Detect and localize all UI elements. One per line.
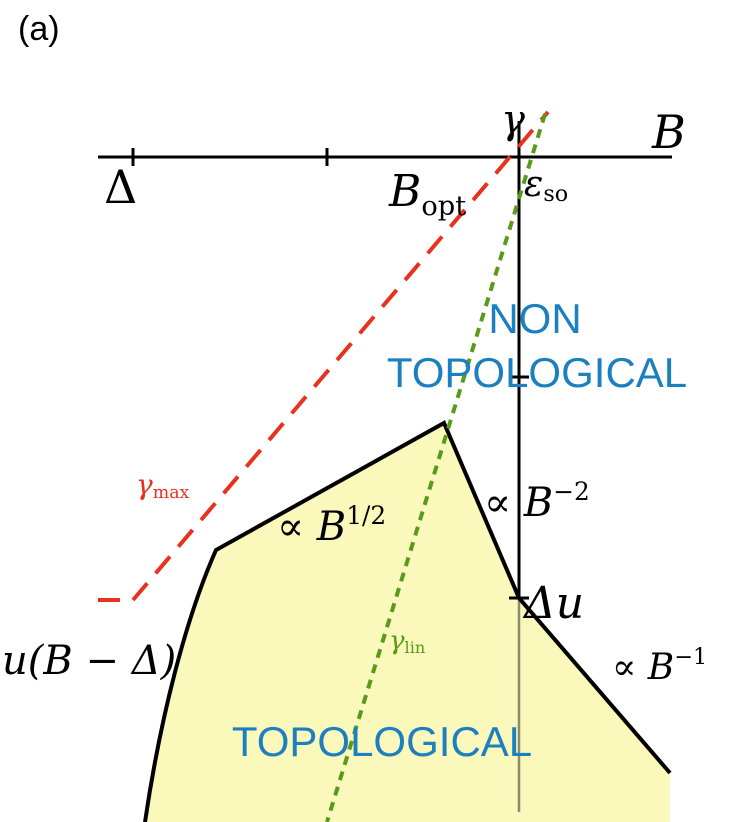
epsilon-so-base: ε — [524, 164, 543, 205]
scaling-half-label: ∝ B1/2 — [277, 501, 386, 550]
delta-u-label: Δu — [522, 578, 584, 629]
epsilon-so-label: εso — [524, 164, 568, 207]
scaling-minus-one-base: ∝ B — [612, 647, 674, 688]
gamma-max-label: γmax — [136, 468, 190, 503]
b-axis-label: B — [651, 105, 686, 159]
gamma-max-base: γ — [136, 468, 153, 501]
scaling-minus-two-exp: −2 — [553, 477, 590, 506]
b-opt-base: B — [388, 166, 421, 217]
scaling-minus-one-label: ∝ B−1 — [612, 644, 707, 688]
left-boundary-label: u(B − Δ) — [2, 638, 176, 684]
gamma-lin-line — [325, 113, 547, 822]
gamma-lin-label: γlin — [389, 626, 425, 657]
b-opt-sub: opt — [421, 191, 466, 222]
epsilon-so-sub: so — [543, 181, 568, 207]
gamma-axis-label: γ — [501, 97, 525, 143]
phase-boundary — [143, 420, 672, 822]
scaling-minus-two-label: ∝ B−2 — [484, 477, 590, 526]
gamma-lin-base: γ — [389, 626, 405, 656]
non-topological-label-line1: NON — [488, 295, 581, 342]
gamma-max-line — [98, 110, 550, 602]
delta-tick-label: Δ — [104, 160, 137, 214]
non-topological-label-line2: TOPOLOGICAL — [387, 349, 687, 396]
scaling-half-exp: 1/2 — [346, 501, 386, 530]
gamma-lin-sub: lin — [405, 638, 426, 657]
scaling-minus-one-exp: −1 — [674, 644, 707, 670]
panel-label: (a) — [18, 10, 60, 48]
scaling-minus-two-base: ∝ B — [484, 480, 553, 526]
topological-region — [145, 423, 670, 822]
gamma-max-sub: max — [153, 483, 190, 503]
b-opt-label: Bopt — [388, 166, 466, 222]
scaling-half-base: ∝ B — [277, 504, 346, 550]
topological-label: TOPOLOGICAL — [232, 718, 532, 765]
